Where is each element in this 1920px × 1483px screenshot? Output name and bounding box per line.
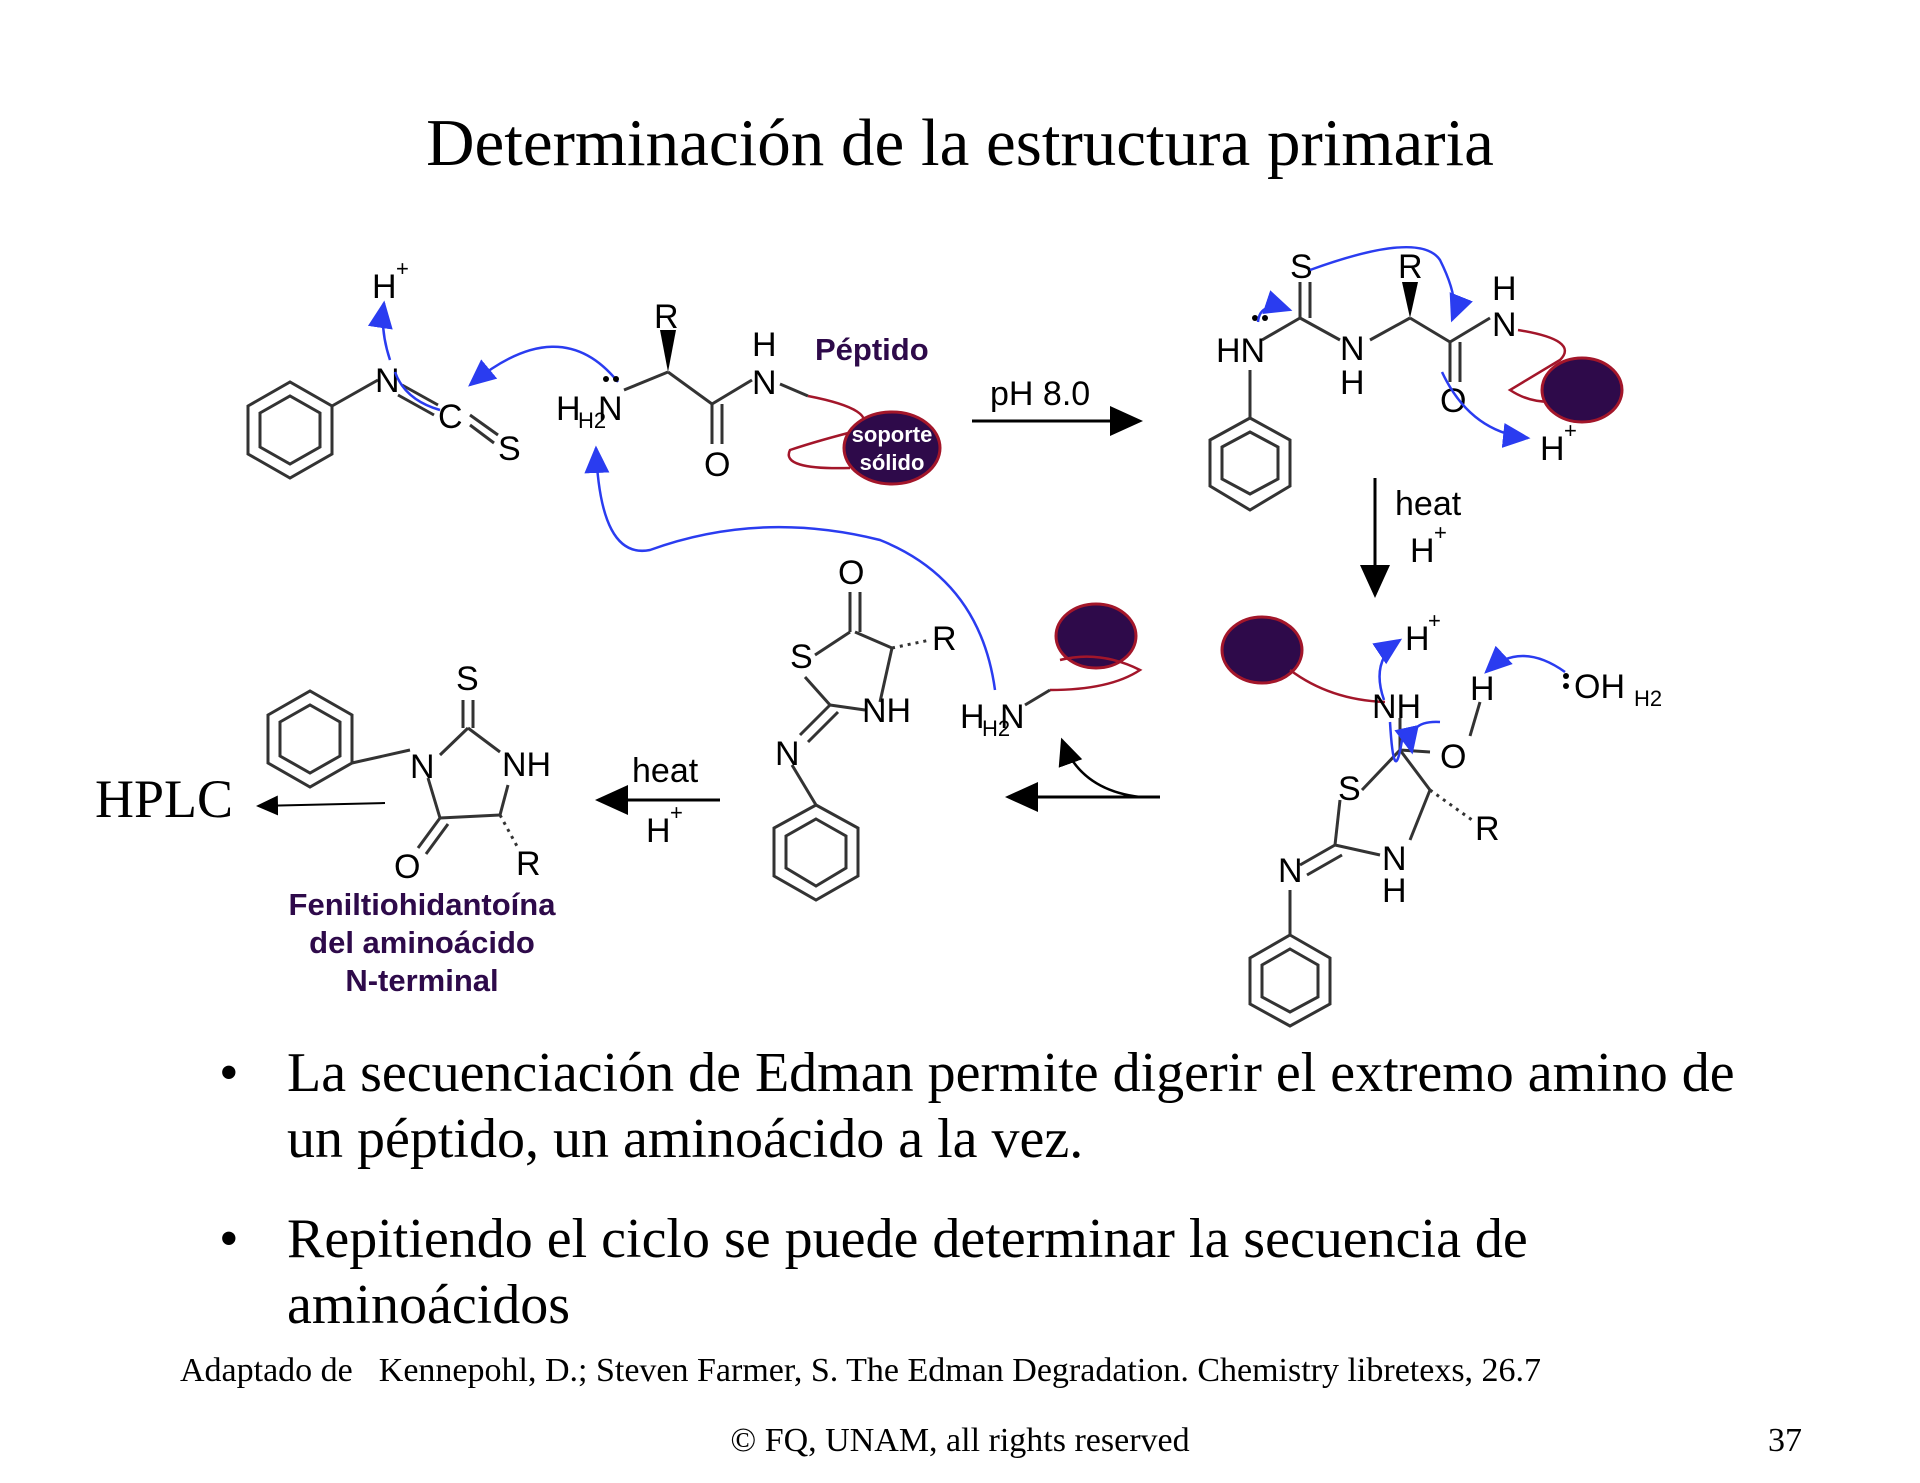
bullet-item: • Repitiendo el ciclo se puede determinar… — [215, 1206, 1775, 1338]
product-label-2: del aminoácido — [309, 925, 535, 960]
svg-text:O: O — [1440, 738, 1466, 776]
atom-h2n: H — [556, 390, 581, 428]
svg-text:H: H — [960, 698, 985, 736]
svg-text:O: O — [1440, 382, 1466, 420]
nucleophilic-attack-arrow — [468, 345, 619, 387]
svg-text:+: + — [1428, 608, 1441, 633]
bullet-icon: • — [219, 1042, 239, 1104]
svg-text:N: N — [598, 390, 623, 428]
svg-text:H: H — [1382, 872, 1407, 910]
solid-support-label-2: sólido — [860, 450, 925, 475]
cycle-repeat-arrow — [584, 445, 997, 691]
solid-support-label-1: soporte — [852, 422, 933, 447]
edman-degradation-scheme: H + N C S H H2 N R O H N Péptido — [246, 245, 1662, 1028]
svg-text:O: O — [394, 848, 420, 886]
reference-citation: Kennepohl, D.; Steven Farmer, S. The Edm… — [378, 1352, 1542, 1389]
svg-text:+: + — [670, 800, 683, 825]
svg-text:R: R — [654, 298, 679, 336]
peptide-label: Péptido — [815, 332, 929, 367]
phenyl-isothiocyanate-bonds — [246, 378, 499, 480]
svg-text:N: N — [1382, 840, 1407, 878]
svg-text:NH: NH — [862, 692, 911, 730]
heat-label-1: heat — [1395, 485, 1462, 523]
ph-label: pH 8.0 — [990, 375, 1090, 413]
atom-plus: + — [396, 256, 409, 281]
hplc-label: HPLC — [95, 769, 234, 829]
benzene-ring-3 — [1248, 933, 1332, 1028]
bullet-text: La secuenciación de Edman permite digeri… — [287, 1042, 1735, 1170]
svg-text:R: R — [932, 620, 957, 658]
bullet-list: • La secuenciación de Edman permite diger… — [215, 1040, 1775, 1372]
phenylthiohydantoin-bonds — [266, 689, 510, 855]
svg-text:O: O — [704, 446, 730, 484]
svg-text:H2: H2 — [1634, 686, 1662, 711]
svg-text:HN: HN — [1216, 332, 1265, 370]
svg-text:R: R — [516, 845, 541, 883]
footer-copyright: © FQ, UNAM, all rights reserved — [730, 1422, 1190, 1459]
svg-text:H: H — [1492, 270, 1517, 308]
svg-text:H: H — [752, 326, 777, 364]
heat-label-2: heat — [632, 752, 699, 790]
solid-support-bead-4 — [1054, 602, 1138, 670]
svg-text:H: H — [1410, 532, 1435, 570]
svg-text:N: N — [1340, 330, 1365, 368]
svg-text:N: N — [775, 735, 800, 773]
peptide-bonds — [623, 330, 809, 444]
svg-text:R: R — [1398, 248, 1423, 286]
svg-text:H: H — [1405, 620, 1430, 658]
svg-text:H2: H2 — [982, 716, 1010, 741]
svg-text:N: N — [410, 748, 435, 786]
hplc-arrow — [256, 795, 386, 816]
atom-c: C — [438, 398, 463, 436]
benzene-ring-4 — [772, 803, 860, 902]
solid-support-bead-2 — [1540, 356, 1624, 424]
svg-text:N: N — [1492, 306, 1517, 344]
product-label-3: N-terminal — [345, 963, 498, 998]
atom-s: S — [498, 430, 521, 468]
svg-text:H: H — [1470, 670, 1495, 708]
page-number: 37 — [1768, 1422, 1802, 1459]
solid-support-bead-3 — [1220, 615, 1304, 685]
svg-text:NH: NH — [1372, 688, 1421, 726]
svg-text:H: H — [1540, 430, 1565, 468]
reference: Adaptado de Kennepohl, D.; Steven Farmer,… — [180, 1352, 1541, 1390]
svg-text:S: S — [1338, 770, 1361, 808]
bullet-text: Repitiendo el ciclo se puede determinar … — [287, 1208, 1528, 1336]
linker — [787, 394, 866, 470]
atom-n: N — [375, 362, 400, 400]
svg-text:+: + — [1434, 520, 1447, 545]
svg-text:S: S — [790, 638, 813, 676]
product-label-1: Feniltiohidantoína — [289, 887, 557, 922]
thiourea-bonds — [1208, 282, 1491, 512]
svg-text:H: H — [1340, 364, 1365, 402]
reference-prefix: Adaptado de — [180, 1352, 353, 1389]
svg-text:O: O — [838, 554, 864, 592]
svg-text:NH: NH — [502, 746, 551, 784]
svg-text:S: S — [1290, 248, 1313, 286]
solid-support-bead — [842, 410, 942, 486]
svg-text:+: + — [1564, 418, 1577, 443]
svg-text:R: R — [1475, 810, 1500, 848]
svg-text:N: N — [1000, 698, 1025, 736]
anilinothiazolinone-bonds — [772, 592, 894, 902]
svg-text:OH: OH — [1574, 668, 1625, 706]
svg-text:H2: H2 — [578, 408, 606, 433]
svg-text:S: S — [456, 660, 479, 698]
svg-text:N: N — [752, 364, 777, 402]
atom-h: H — [372, 268, 397, 306]
benzene-ring-1 — [246, 380, 334, 480]
bullet-item: • La secuenciación de Edman permite diger… — [215, 1040, 1775, 1172]
svg-text:N: N — [1278, 852, 1303, 890]
bullet-icon: • — [219, 1208, 239, 1270]
svg-text:H: H — [646, 812, 671, 850]
slide-title: Determinación de la estructura primaria — [426, 106, 1494, 180]
